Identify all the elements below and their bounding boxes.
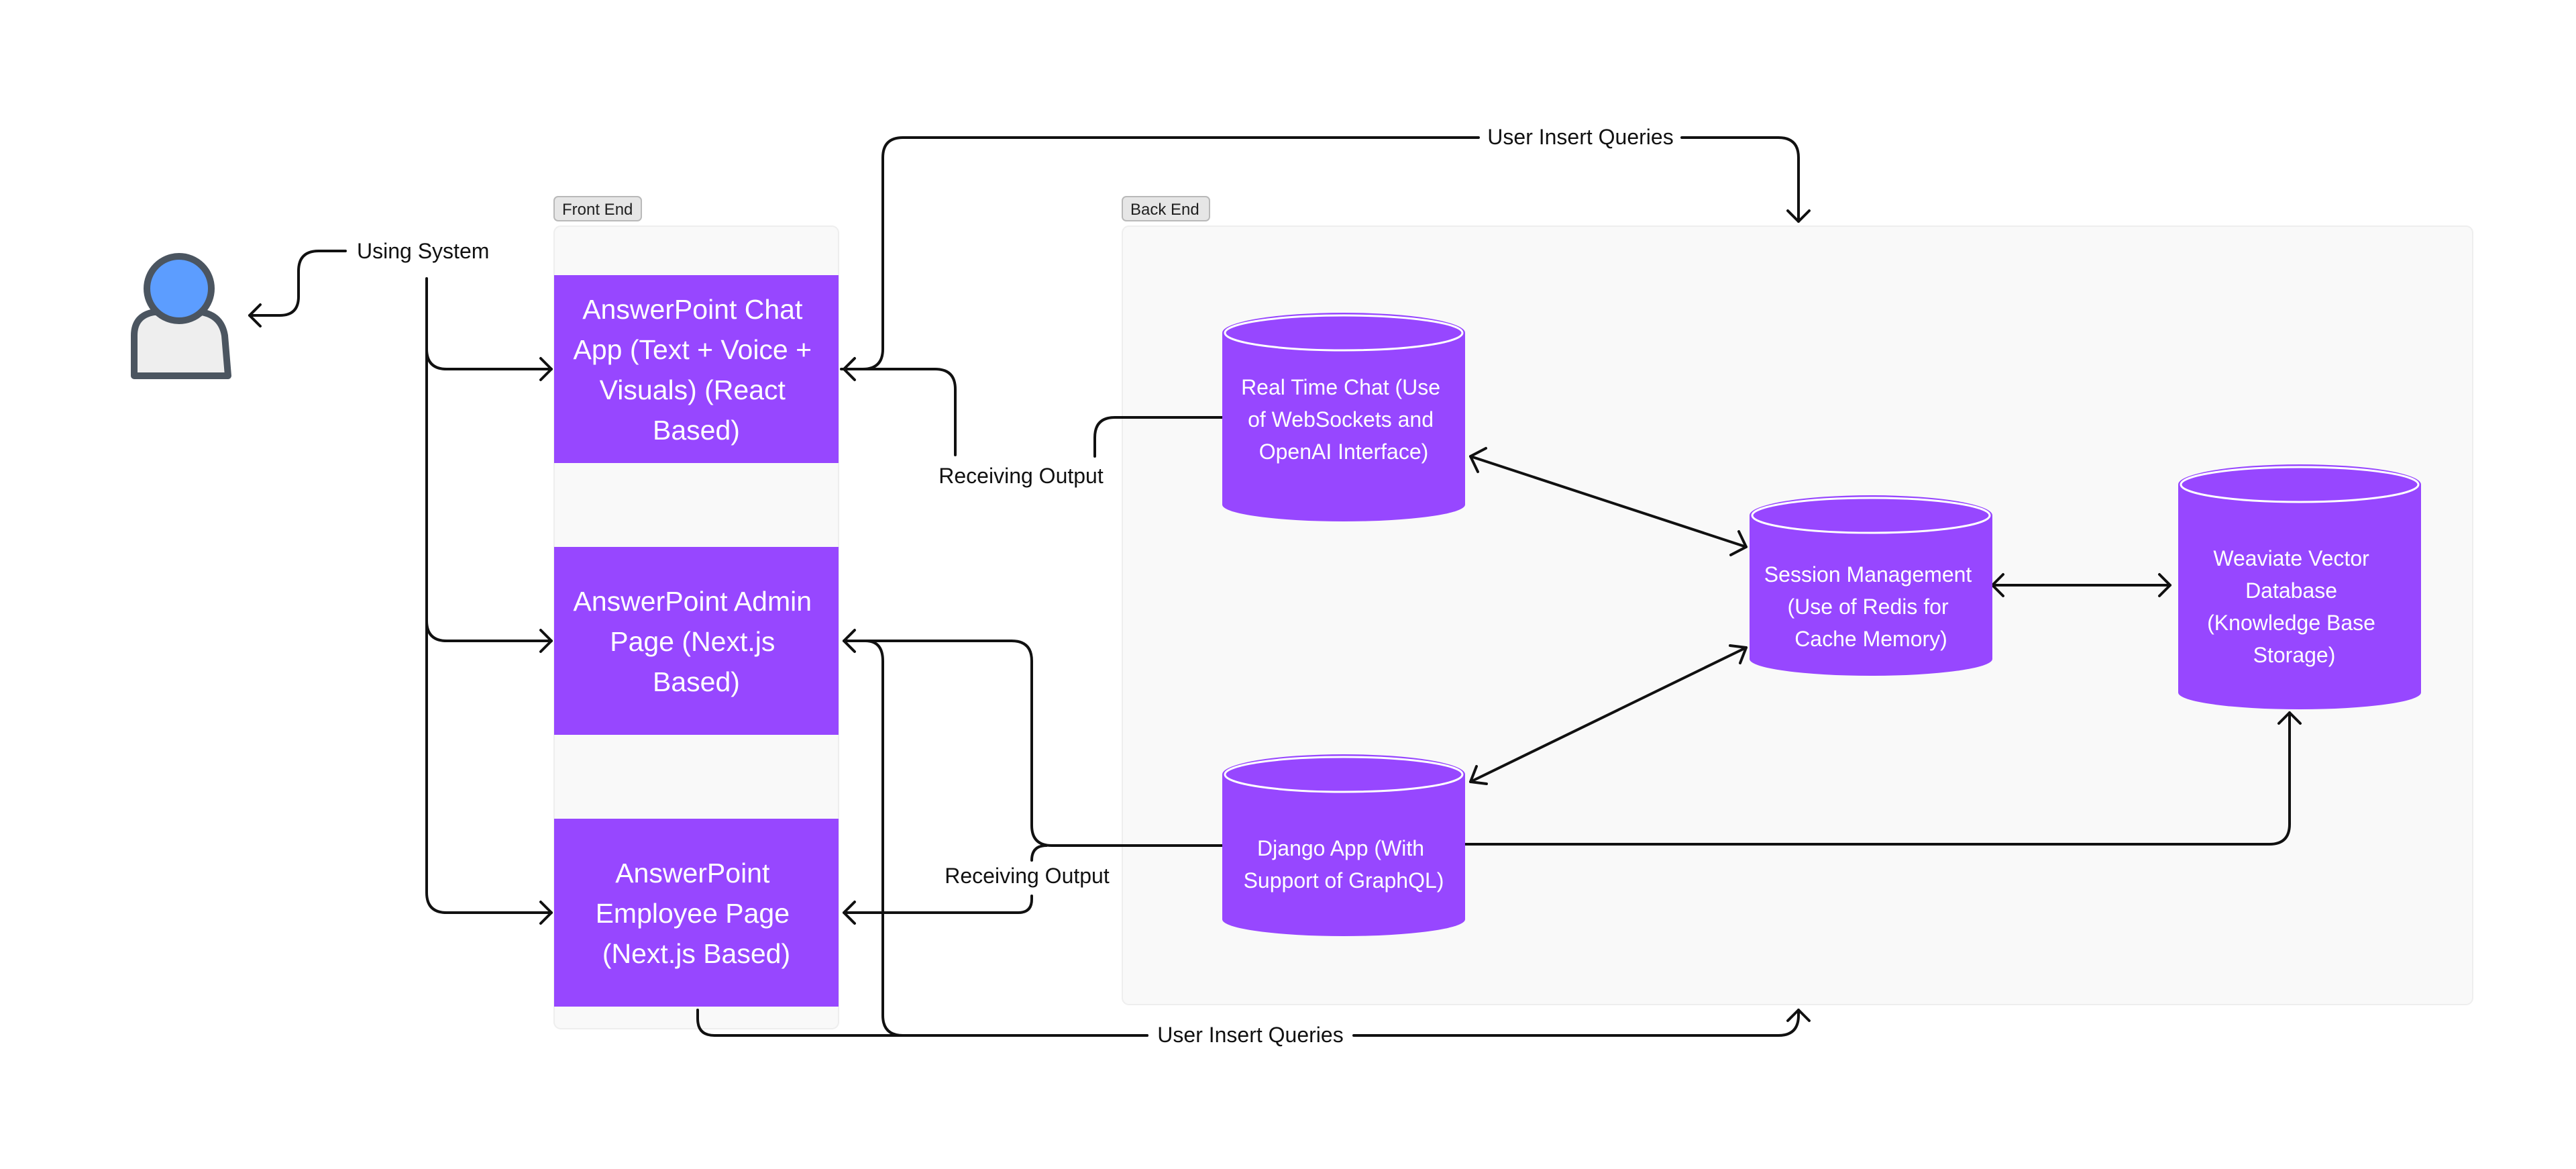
weaviate-line-4: Storage) bbox=[2253, 643, 2336, 667]
node-session-management: Session Management (Use of Redis for Cac… bbox=[1750, 495, 1992, 676]
employee-page-line-2: Employee Page bbox=[596, 898, 790, 929]
arrowhead-admin-page bbox=[539, 629, 553, 653]
edge-django-session bbox=[1469, 646, 1748, 783]
arrowhead-back-end-bottom bbox=[1786, 1009, 1811, 1022]
node-django-app: Django App (With Support of GraphQL) bbox=[1222, 754, 1465, 936]
arrowhead-back-end-top bbox=[1786, 209, 1811, 223]
arrowhead-django bbox=[1469, 765, 1488, 785]
chat-app-line-1: AnswerPoint Chat bbox=[582, 294, 803, 325]
node-weaviate: Weaviate Vector Database (Knowledge Base… bbox=[2178, 464, 2421, 709]
edge-receiving-output-bottom bbox=[843, 895, 1033, 914]
session-mgmt-line-2: (Use of Redis for bbox=[1788, 595, 1949, 619]
svg-text:Session Management (Use: Session Management (Use of Redis for Cac… bbox=[1764, 562, 1978, 651]
svg-text:AnswerPoint Employee Pag: AnswerPoint Employee Page (Next.js Based… bbox=[596, 858, 798, 969]
front-end-tag-label: Front End bbox=[562, 201, 633, 219]
admin-page-line-1: AnswerPoint Admin bbox=[574, 586, 812, 617]
edge-using-system-to-user bbox=[248, 250, 347, 317]
weaviate-line-3: (Knowledge Base bbox=[2207, 611, 2375, 635]
edge-realtime-session bbox=[1469, 455, 1748, 548]
realtime-chat-line-1: Real Time Chat (Use bbox=[1241, 375, 1440, 399]
svg-text:Django App (With Support: Django App (With Support of GraphQL) bbox=[1244, 836, 1444, 893]
arrowhead-employee-right bbox=[843, 901, 856, 925]
edge-admin-insert-bottom bbox=[843, 640, 1148, 1037]
svg-text:AnswerPoint Chat App (Te: AnswerPoint Chat App (Text + Voice + Vis… bbox=[574, 294, 820, 446]
label-receiving-output-top: Receiving Output bbox=[938, 464, 1104, 488]
django-app-line-1: Django App (With bbox=[1257, 836, 1424, 860]
arrowhead-session-bottom bbox=[1729, 644, 1748, 664]
realtime-chat-line-3: OpenAI Interface) bbox=[1259, 440, 1429, 464]
edge-user-insert-bottom-right bbox=[1352, 1009, 1800, 1037]
label-receiving-output-bottom: Receiving Output bbox=[945, 864, 1110, 888]
node-employee-page: AnswerPoint Employee Page (Next.js Based… bbox=[554, 819, 839, 1007]
chat-app-line-4: Based) bbox=[653, 415, 740, 446]
arrowhead-chat-app bbox=[539, 357, 553, 381]
admin-page-line-2: Page (Next.js bbox=[610, 626, 775, 657]
edge-user-insert-top-right bbox=[1680, 136, 1800, 223]
weaviate-line-1: Weaviate Vector bbox=[2213, 546, 2369, 570]
session-mgmt-line-3: Cache Memory) bbox=[1794, 627, 1947, 651]
edge-using-system-trunk bbox=[425, 277, 553, 914]
back-end-tag-label: Back End bbox=[1130, 201, 1199, 219]
chat-app-line-3: Visuals) (React bbox=[600, 374, 786, 405]
arrowhead-weaviate-bottom bbox=[2277, 711, 2302, 725]
admin-page-line-3: Based) bbox=[653, 666, 740, 697]
employee-page-line-3: (Next.js Based) bbox=[602, 938, 790, 969]
arrowhead-chat-app-right bbox=[843, 357, 856, 381]
label-user-insert-bottom: User Insert Queries bbox=[1157, 1023, 1343, 1047]
svg-text:Real Time Chat (Use of W: Real Time Chat (Use of WebSockets and Op… bbox=[1241, 375, 1446, 464]
arrowhead-weaviate bbox=[2158, 573, 2171, 597]
edge-using-system-to-chat-app bbox=[425, 348, 553, 370]
user-icon bbox=[131, 253, 231, 379]
node-admin-page: AnswerPoint Admin Page (Next.js Based) bbox=[554, 547, 839, 735]
django-app-line-2: Support of GraphQL) bbox=[1244, 868, 1444, 893]
edge-receiving-output-top-right bbox=[1093, 416, 1224, 458]
arrowhead-user bbox=[248, 303, 262, 327]
edge-user-insert-bottom bbox=[696, 1009, 1148, 1037]
session-mgmt-line-1: Session Management bbox=[1764, 562, 1972, 587]
arrowhead-realtime bbox=[1469, 447, 1487, 473]
edge-receiving-output-top-left bbox=[843, 368, 957, 456]
front-end-tag: Front End bbox=[553, 196, 642, 221]
chat-app-line-2: App (Text + Voice + bbox=[574, 334, 812, 365]
realtime-chat-line-2: of WebSockets and bbox=[1248, 407, 1434, 431]
connectors bbox=[248, 136, 2302, 1037]
weaviate-line-2: Database bbox=[2245, 578, 2337, 603]
node-realtime-chat: Real Time Chat (Use of WebSockets and Op… bbox=[1222, 313, 1465, 521]
edge-receiving-output-bottom-tick bbox=[1030, 844, 1048, 862]
arrowhead-employee-page bbox=[539, 901, 553, 925]
edge-django-weaviate bbox=[1461, 711, 2291, 846]
employee-page-line-1: AnswerPoint bbox=[615, 858, 770, 888]
svg-text:AnswerPoint Admin Page (: AnswerPoint Admin Page (Next.js Based) bbox=[574, 586, 820, 697]
label-user-insert-top: User Insert Queries bbox=[1487, 125, 1673, 149]
back-end-tag: Back End bbox=[1122, 196, 1210, 221]
edge-using-system-to-admin-page bbox=[425, 619, 553, 642]
svg-text:Weaviate Vector Database: Weaviate Vector Database (Knowledge Base… bbox=[2207, 546, 2381, 667]
node-chat-app: AnswerPoint Chat App (Text + Voice + Vis… bbox=[554, 275, 839, 463]
label-using-system: Using System bbox=[357, 239, 489, 263]
arrowhead-session-top bbox=[1729, 530, 1748, 556]
